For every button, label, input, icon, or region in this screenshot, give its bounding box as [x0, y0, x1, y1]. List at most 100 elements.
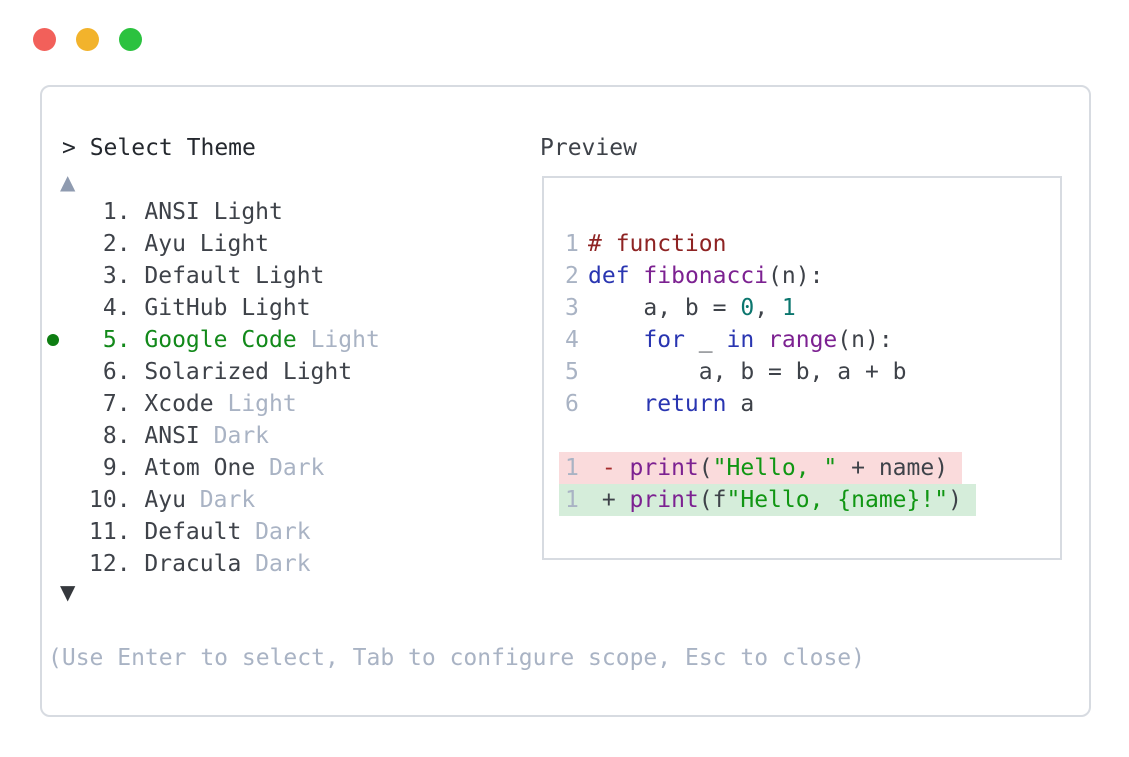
- theme-item-number: 9.: [89, 455, 145, 481]
- code-token: a, b =: [588, 295, 741, 321]
- maximize-window-button[interactable]: [119, 28, 142, 51]
- theme-item-ayu-light[interactable]: 2. Ayu Light: [46, 228, 380, 260]
- theme-item-number: 6.: [89, 359, 145, 385]
- theme-item-dracula[interactable]: 12. Dracula Dark: [46, 548, 380, 580]
- theme-item-number: 2.: [89, 231, 145, 257]
- theme-item-number: 5.: [89, 327, 145, 353]
- theme-item-name: Ayu Light: [144, 231, 270, 257]
- code-token: -: [588, 455, 630, 481]
- line-number: 2: [565, 263, 579, 289]
- code-token: 0: [740, 295, 755, 321]
- theme-item-number: 7.: [89, 391, 145, 417]
- theme-item-ayu[interactable]: 10. Ayu Dark: [46, 484, 380, 516]
- code-token: # function: [588, 231, 727, 257]
- scroll-down-indicator[interactable]: ▼: [60, 580, 76, 604]
- theme-item-google-code[interactable]: 5. Google Code Light: [46, 324, 380, 356]
- code-token: "Hello, {name}!": [726, 487, 949, 513]
- theme-item-default-light[interactable]: 3. Default Light: [46, 260, 380, 292]
- theme-item-default[interactable]: 11. Default Dark: [46, 516, 380, 548]
- code-token: in: [726, 327, 755, 353]
- diff-removed-line: 1 - print("Hello, " + name): [559, 452, 963, 484]
- code-token: "Hello, ": [712, 455, 838, 481]
- diff-added-line: 1 + print(f"Hello, {name}!"): [559, 484, 976, 516]
- code-token: (f: [698, 487, 727, 513]
- code-token: [754, 327, 768, 353]
- code-token: fibonacci: [643, 263, 769, 289]
- theme-item-number: 12.: [89, 551, 145, 577]
- code-token: (n):: [837, 327, 893, 353]
- code-token: a, b = b, a + b: [588, 359, 907, 385]
- theme-item-name: Dracula: [144, 551, 256, 577]
- code-token: print: [629, 455, 699, 481]
- theme-item-name: Atom One: [144, 455, 270, 481]
- code-token: def: [588, 263, 630, 289]
- line-number: 5: [565, 359, 579, 385]
- code-token: ): [948, 487, 962, 513]
- theme-item-name: Default: [144, 519, 256, 545]
- selected-theme-dot-icon: [47, 334, 59, 346]
- code-token: + name): [837, 455, 949, 481]
- theme-item-atom-one[interactable]: 9. Atom One Dark: [46, 452, 380, 484]
- theme-item-variant: Light: [310, 327, 380, 353]
- code-token: print: [629, 487, 699, 513]
- code-line: 4 for _ in range(n):: [565, 324, 976, 356]
- code-token: return: [643, 391, 727, 417]
- window-controls: [33, 28, 142, 51]
- theme-picker-panel: > Select Theme Preview ▲ 1. ANSI Light 2…: [40, 85, 1091, 717]
- theme-item-variant: Dark: [255, 551, 311, 577]
- code-token: (: [698, 455, 713, 481]
- theme-item-number: 3.: [89, 263, 145, 289]
- theme-item-number: 4.: [89, 295, 145, 321]
- theme-item-number: 8.: [89, 423, 145, 449]
- theme-list: 1. ANSI Light 2. Ayu Light 3. Default Li…: [46, 196, 380, 580]
- theme-item-solarized-light[interactable]: 6. Solarized Light: [46, 356, 380, 388]
- line-number: 3: [565, 295, 579, 321]
- code-token: [588, 327, 643, 353]
- theme-item-name: Google Code: [144, 327, 311, 353]
- theme-item-variant: Dark: [269, 455, 325, 481]
- blank-line: [565, 420, 976, 452]
- minimize-window-button[interactable]: [76, 28, 99, 51]
- line-number: 1: [565, 487, 579, 513]
- theme-item-variant: Dark: [213, 423, 270, 449]
- theme-item-name: Ayu: [144, 487, 200, 513]
- code-token: +: [588, 487, 630, 513]
- preview-box: 1 # function 2 def fibonacci (n): 3 a, b = 0,…: [542, 176, 1062, 560]
- theme-item-name: Xcode: [144, 391, 228, 417]
- code-line: 3 a, b = 0, 1: [565, 292, 976, 324]
- theme-item-variant: Dark: [199, 487, 256, 513]
- theme-item-ansi[interactable]: 8. ANSI Dark: [46, 420, 380, 452]
- theme-item-github-light[interactable]: 4. GitHub Light: [46, 292, 380, 324]
- theme-item-variant: Light: [227, 391, 297, 417]
- code-token: 1: [781, 295, 796, 321]
- theme-item-xcode[interactable]: 7. Xcode Light: [46, 388, 380, 420]
- code-token: [630, 263, 644, 289]
- theme-item-name: Default Light: [144, 263, 325, 289]
- close-window-button[interactable]: [33, 28, 56, 51]
- preview-title: Preview: [540, 135, 637, 161]
- code-token: _: [684, 327, 727, 353]
- line-number: 1: [565, 231, 579, 257]
- code-line: 5 a, b = b, a + b: [565, 356, 976, 388]
- code-token: ,: [754, 295, 782, 321]
- line-number: 1: [565, 455, 579, 481]
- line-number: 4: [565, 327, 579, 353]
- code-token: a: [726, 391, 755, 417]
- code-token: [588, 391, 643, 417]
- theme-item-number: 1.: [89, 199, 145, 225]
- theme-item-ansi-light[interactable]: 1. ANSI Light: [46, 196, 380, 228]
- theme-item-name: ANSI: [144, 423, 214, 449]
- theme-item-name: ANSI Light: [144, 199, 283, 225]
- theme-item-variant: Dark: [255, 519, 311, 545]
- theme-item-number: 11.: [89, 519, 145, 545]
- theme-item-number: 10.: [89, 487, 145, 513]
- line-number: 6: [565, 391, 579, 417]
- theme-item-name: GitHub Light: [144, 295, 311, 321]
- code-token: for: [643, 327, 685, 353]
- select-theme-prompt: > Select Theme: [62, 135, 256, 161]
- keyboard-hint: (Use Enter to select, Tab to configure s…: [48, 645, 865, 671]
- scroll-up-indicator[interactable]: ▲: [60, 170, 76, 194]
- theme-item-name: Solarized Light: [144, 359, 353, 385]
- code-preview: 1 # function 2 def fibonacci (n): 3 a, b = 0,…: [559, 228, 976, 516]
